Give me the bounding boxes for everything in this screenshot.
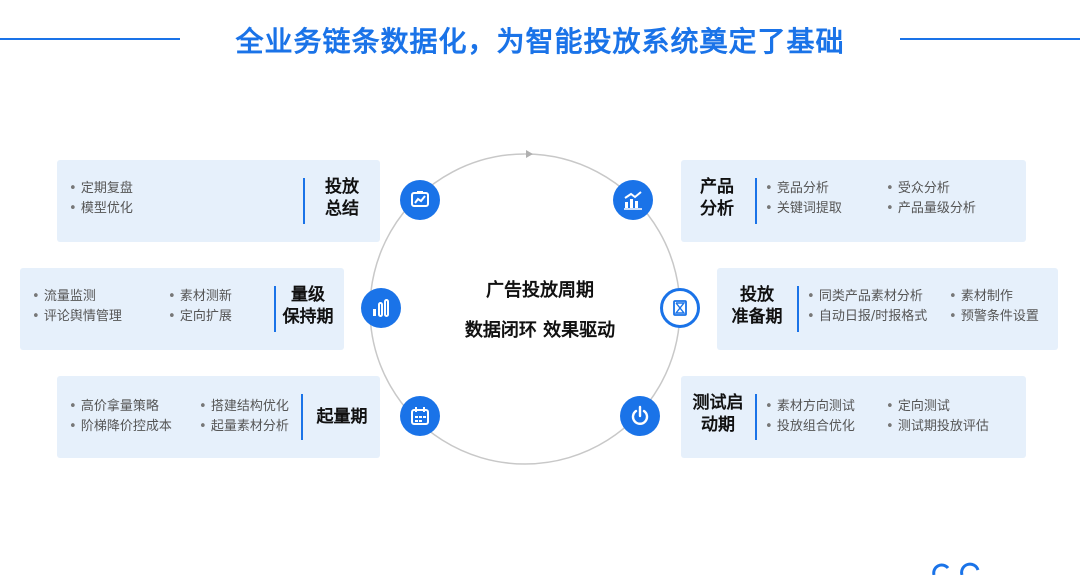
list-item: 素材测新 xyxy=(168,287,232,307)
list-item: 预警条件设置 xyxy=(949,307,1039,327)
card-maintain-list-1: 流量监测 评论舆情管理 xyxy=(32,287,122,327)
list-item: 流量监测 xyxy=(32,287,122,307)
card-summary-list-1: 定期复盘 模型优化 xyxy=(69,179,133,219)
card-preparation-list-2: 素材制作 预警条件设置 xyxy=(949,287,1039,327)
title-divider-left xyxy=(0,38,180,40)
list-item: 高价拿量策略 xyxy=(69,397,172,417)
brand-logo-icon xyxy=(932,562,980,575)
list-item: 受众分析 xyxy=(886,179,976,199)
card-divider xyxy=(755,178,757,224)
list-item: 产品量级分析 xyxy=(886,199,976,219)
list-item: 阶梯降价控成本 xyxy=(69,417,172,437)
title-bar: 全业务链条数据化，为智能投放系统奠定了基础 xyxy=(0,14,1080,64)
title-divider-right xyxy=(900,38,1080,40)
trend-chart-icon xyxy=(400,180,440,220)
cycle-title: 广告投放周期 xyxy=(486,280,594,301)
card-rampup-list-2: 搭建结构优化 起量素材分析 xyxy=(199,397,289,437)
card-divider xyxy=(274,286,276,332)
card-test-launch-list-1: 素材方向测试 投放组合优化 xyxy=(765,397,855,437)
card-test-launch-title: 测试启动期 xyxy=(692,393,744,435)
cycle-arrow-head xyxy=(526,150,533,158)
list-item: 定向测试 xyxy=(886,397,989,417)
card-rampup-list-1: 高价拿量策略 阶梯降价控成本 xyxy=(69,397,172,437)
card-maintain-list-2: 素材测新 定向扩展 xyxy=(168,287,232,327)
list-item: 素材方向测试 xyxy=(765,397,855,417)
analytics-icon xyxy=(613,180,653,220)
list-item: 素材制作 xyxy=(949,287,1039,307)
list-item: 同类产品素材分析 xyxy=(807,287,927,307)
calendar-icon xyxy=(400,396,440,436)
card-preparation-list-1: 同类产品素材分析 自动日报/时报格式 xyxy=(807,287,927,327)
list-item: 测试期投放评估 xyxy=(886,417,989,437)
card-divider xyxy=(303,178,305,224)
cycle-subtitle: 数据闭环 效果驱动 xyxy=(464,320,616,341)
card-product-analysis-list-1: 竞品分析 关键词提取 xyxy=(765,179,842,219)
list-item: 搭建结构优化 xyxy=(199,397,289,417)
hourglass-icon xyxy=(660,288,700,328)
card-preparation-title: 投放准备期 xyxy=(731,285,783,327)
card-maintain-title: 量级保持期 xyxy=(282,285,334,327)
card-rampup-title: 起量期 xyxy=(316,407,368,427)
card-test-launch-list-2: 定向测试 测试期投放评估 xyxy=(886,397,989,437)
card-divider xyxy=(797,286,799,332)
card-divider xyxy=(755,394,757,440)
list-item: 评论舆情管理 xyxy=(32,307,122,327)
list-item: 定向扩展 xyxy=(168,307,232,327)
list-item: 起量素材分析 xyxy=(199,417,289,437)
power-icon xyxy=(620,396,660,436)
card-product-analysis-title: 产品分析 xyxy=(700,177,734,219)
card-rampup: 高价拿量策略 阶梯降价控成本 搭建结构优化 起量素材分析 起量期 xyxy=(57,376,380,458)
bar-chart-icon xyxy=(361,288,401,328)
cycle-arc xyxy=(369,153,681,465)
list-item: 自动日报/时报格式 xyxy=(807,307,927,327)
card-divider xyxy=(301,394,303,440)
list-item: 投放组合优化 xyxy=(765,417,855,437)
list-item: 竞品分析 xyxy=(765,179,842,199)
page-title: 全业务链条数据化，为智能投放系统奠定了基础 xyxy=(235,25,845,58)
list-item: 定期复盘 xyxy=(69,179,133,199)
card-summary-title: 投放总结 xyxy=(325,177,359,219)
card-product-analysis-list-2: 受众分析 产品量级分析 xyxy=(886,179,976,219)
list-item: 模型优化 xyxy=(69,199,133,219)
list-item: 关键词提取 xyxy=(765,199,842,219)
